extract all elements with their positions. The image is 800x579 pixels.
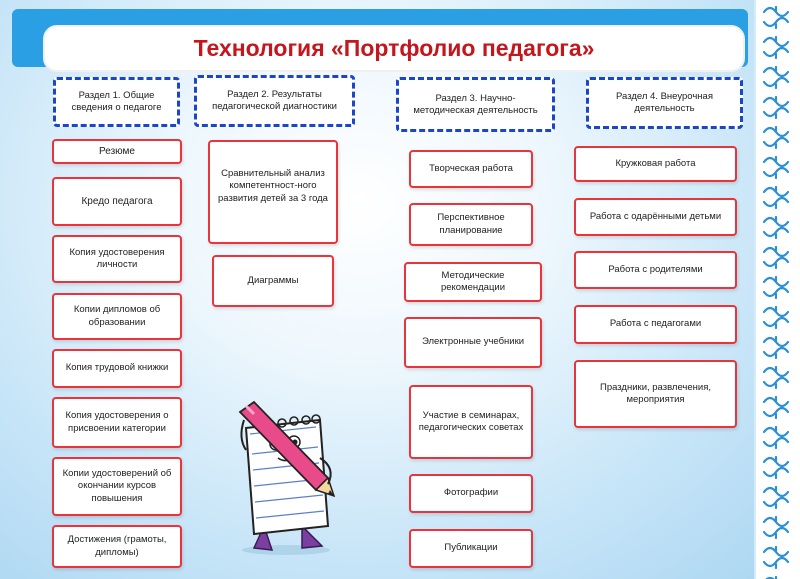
item-e-textbooks: Электронные учебники: [404, 317, 542, 368]
item-creative-work: Творческая работа: [409, 150, 533, 188]
item-clubs: Кружковая работа: [574, 146, 737, 182]
item-diploma-copies: Копии дипломов об образовании: [52, 293, 182, 340]
notepad-pen-icon: [238, 400, 336, 555]
item-achievements: Достижения (грамоты, дипломы): [52, 525, 182, 568]
section-3-header: Раздел 3. Научно-методическая деятельнос…: [396, 77, 555, 132]
item-id-copy: Копия удостоверения личности: [52, 235, 182, 283]
section-2-header: Раздел 2. Результаты педагогической диаг…: [194, 75, 355, 127]
section-1-header: Раздел 1. Общие сведения о педагоге: [53, 77, 180, 127]
item-courses: Копии удостоверений об окончании курсов …: [52, 457, 182, 516]
title-bar: Технология «Портфолио педагога»: [12, 9, 748, 72]
item-gifted-children: Работа с одарёнными детьми: [574, 198, 737, 236]
item-comparative-analysis: Сравнительный анализ компетентност-ного …: [208, 140, 338, 244]
ornament-icon: [762, 5, 790, 579]
item-publications: Публикации: [409, 529, 533, 568]
item-teachers: Работа с педагогами: [574, 305, 737, 344]
item-parents: Работа с родителями: [574, 251, 737, 289]
item-method-recommendations: Методические рекомендации: [404, 262, 542, 302]
item-work-book: Копия трудовой книжки: [52, 349, 182, 388]
item-charts: Диаграммы: [212, 255, 334, 307]
page-title: Технология «Портфолио педагога»: [43, 25, 745, 72]
item-planning: Перспективное планирование: [409, 203, 533, 246]
item-holidays: Праздники, развлечения, мероприятия: [574, 360, 737, 428]
section-4-header: Раздел 4. Внеурочная деятельность: [586, 77, 743, 129]
item-credo: Кредо педагога: [52, 177, 182, 226]
item-category: Копия удостоверения о присвоении категор…: [52, 397, 182, 448]
item-resume: Резюме: [52, 139, 182, 164]
item-photos: Фотографии: [409, 474, 533, 513]
decorative-border: [754, 0, 800, 579]
item-seminars: Участие в семинарах, педагогических сове…: [409, 385, 533, 459]
